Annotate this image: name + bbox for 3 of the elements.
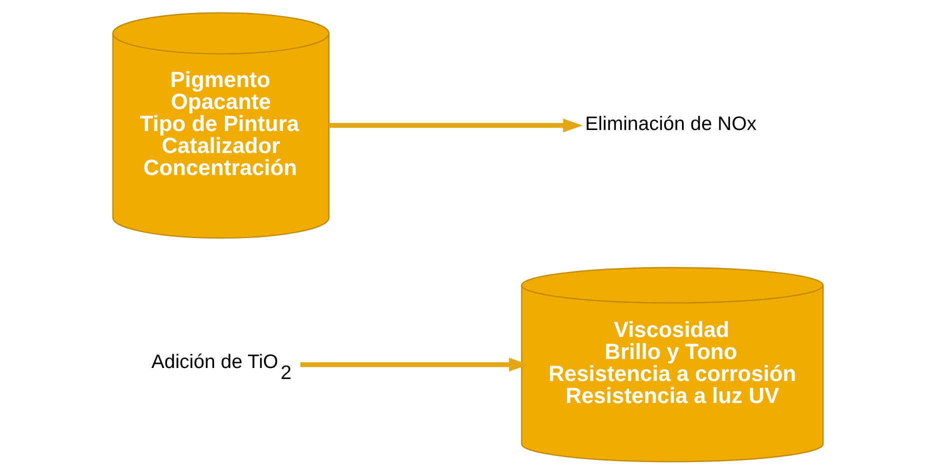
arrow [328,118,582,132]
arrow [300,358,528,372]
node-text: Eliminación de NOx [584,113,756,136]
